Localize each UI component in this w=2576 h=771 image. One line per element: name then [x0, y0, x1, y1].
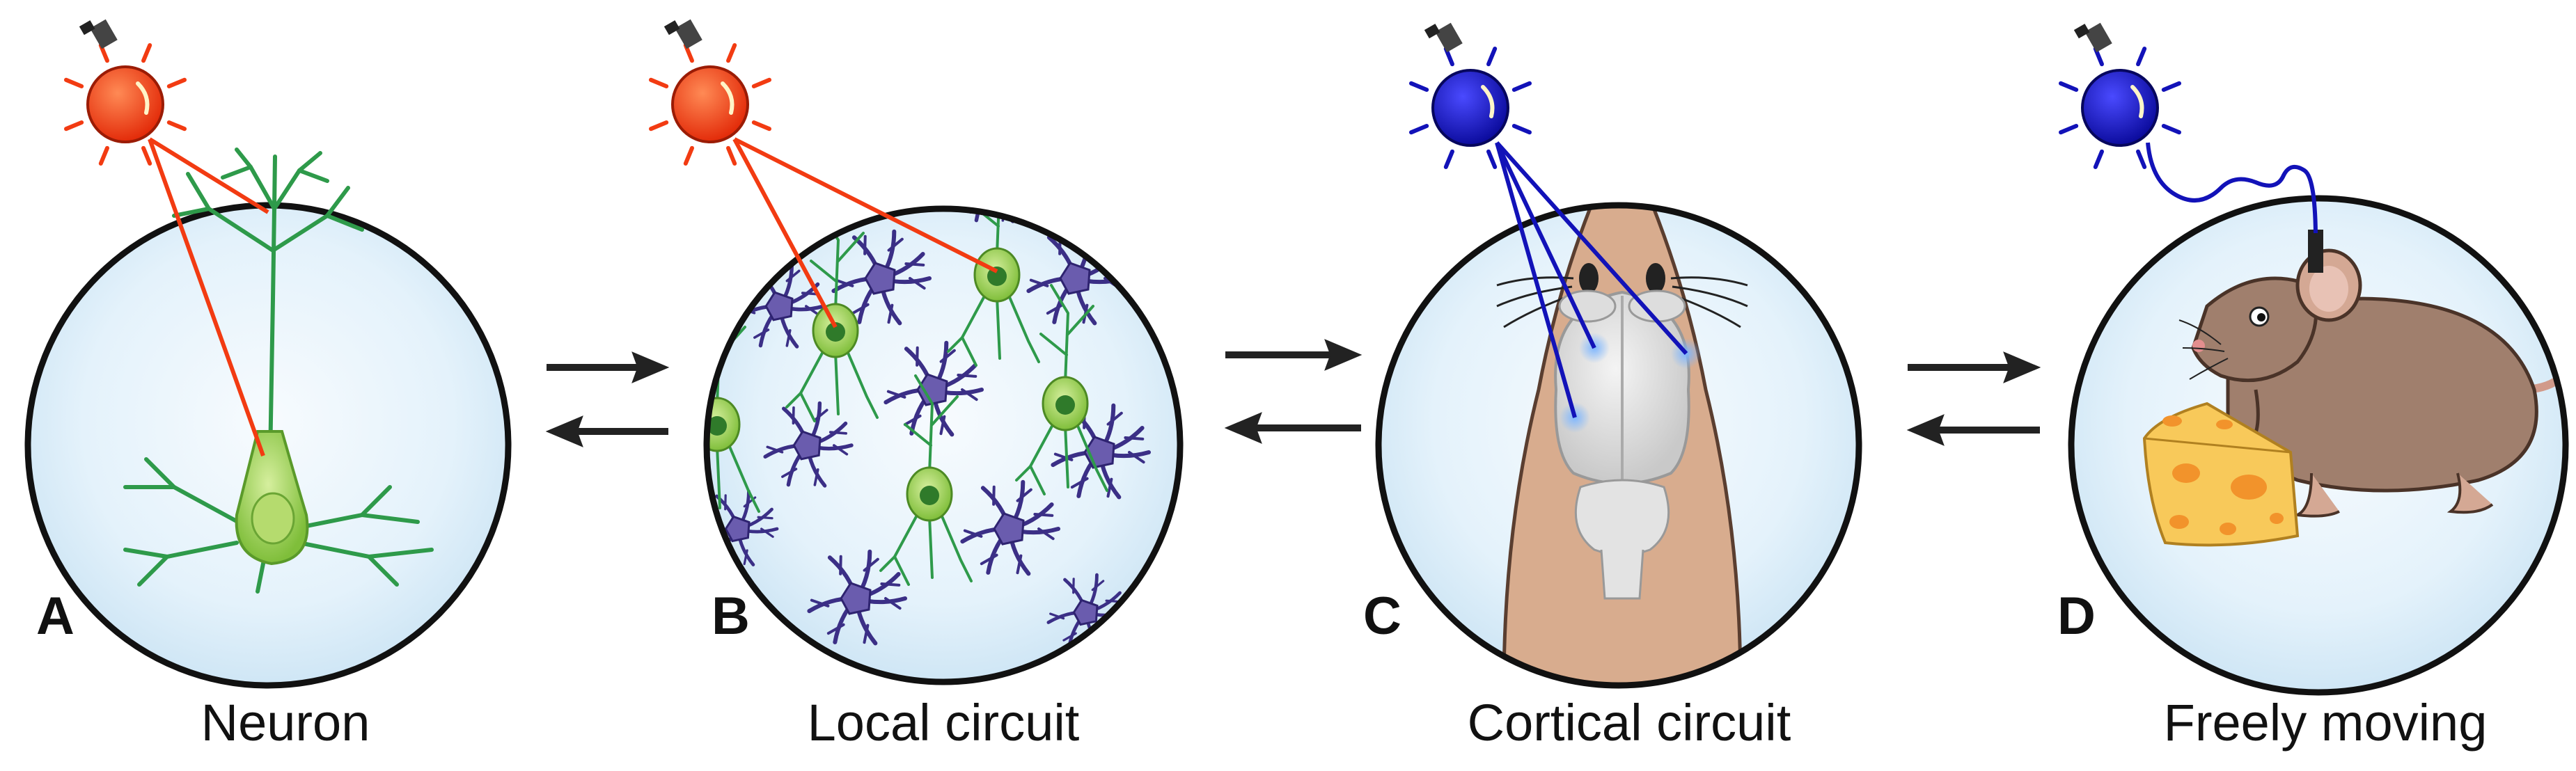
pyramidal-neuron	[1015, 284, 1108, 495]
neuron-dendrites	[123, 148, 434, 594]
interneuron	[763, 401, 854, 488]
panel-d	[2068, 142, 2569, 696]
interneuron	[831, 229, 932, 326]
interneuron	[883, 340, 984, 437]
panel-a-label: A	[36, 587, 74, 646]
light-bulb-icon	[2059, 22, 2181, 169]
panel-b-label: B	[712, 587, 750, 646]
panel-c	[1375, 141, 1862, 689]
panel-b	[703, 137, 1184, 685]
panel-c-label: C	[1363, 587, 1401, 646]
panel-d-label: D	[2057, 587, 2096, 646]
interneuron	[807, 549, 907, 646]
panel-b-caption: Local circuit	[807, 694, 1080, 752]
light-fibers	[1495, 141, 1688, 418]
optical-fiber-cable	[2146, 142, 2318, 234]
pyramidal-neuron	[879, 374, 973, 586]
panel-a	[24, 137, 512, 689]
light-bulb-icon	[1409, 22, 1532, 169]
light-bulb-icon	[64, 19, 187, 166]
light-bulb-icon	[649, 19, 771, 166]
panel-a-caption: Neuron	[201, 694, 370, 752]
panel-d-caption: Freely moving	[2163, 694, 2488, 752]
light-rays	[732, 137, 998, 328]
light-bulbs	[64, 19, 2181, 169]
reversible-arrows-icon	[545, 339, 2041, 447]
pyramidal-neuron	[947, 209, 1040, 367]
neuron-nucleus	[251, 492, 295, 545]
freely-moving-mouse	[2142, 230, 2566, 547]
panel-c-caption: Cortical circuit	[1467, 694, 1791, 752]
interneuron	[960, 479, 1060, 576]
local-circuit-network	[707, 209, 1151, 650]
light-rays	[148, 137, 269, 457]
